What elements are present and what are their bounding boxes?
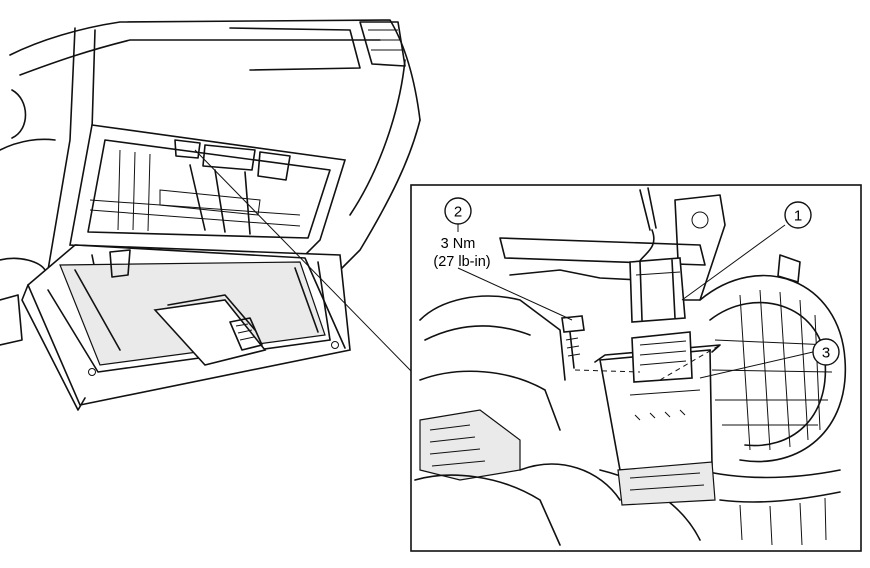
callout-1: 1 xyxy=(784,201,812,229)
blower-wheel xyxy=(699,254,847,463)
harness-connector xyxy=(629,257,686,323)
callout-3: 3 xyxy=(812,338,840,366)
callout-1-leader xyxy=(681,224,786,301)
callout-2: 2 xyxy=(444,197,472,232)
torque-spec: 3 Nm (27 lb-in) xyxy=(433,236,490,270)
torque-metric: 3 Nm xyxy=(441,236,476,252)
screw xyxy=(561,315,585,369)
svg-text:1: 1 xyxy=(794,208,802,225)
svg-text:2: 2 xyxy=(454,204,462,221)
speed-control-module xyxy=(594,331,721,506)
detail-leader-line xyxy=(194,149,413,373)
detail-inset xyxy=(410,184,862,552)
callout-3-leader xyxy=(699,351,814,379)
svg-text:3: 3 xyxy=(822,345,830,362)
instrument-panel-overview xyxy=(0,19,421,411)
torque-imperial: (27 lb-in) xyxy=(433,254,490,270)
callout-2-leader xyxy=(457,267,573,321)
